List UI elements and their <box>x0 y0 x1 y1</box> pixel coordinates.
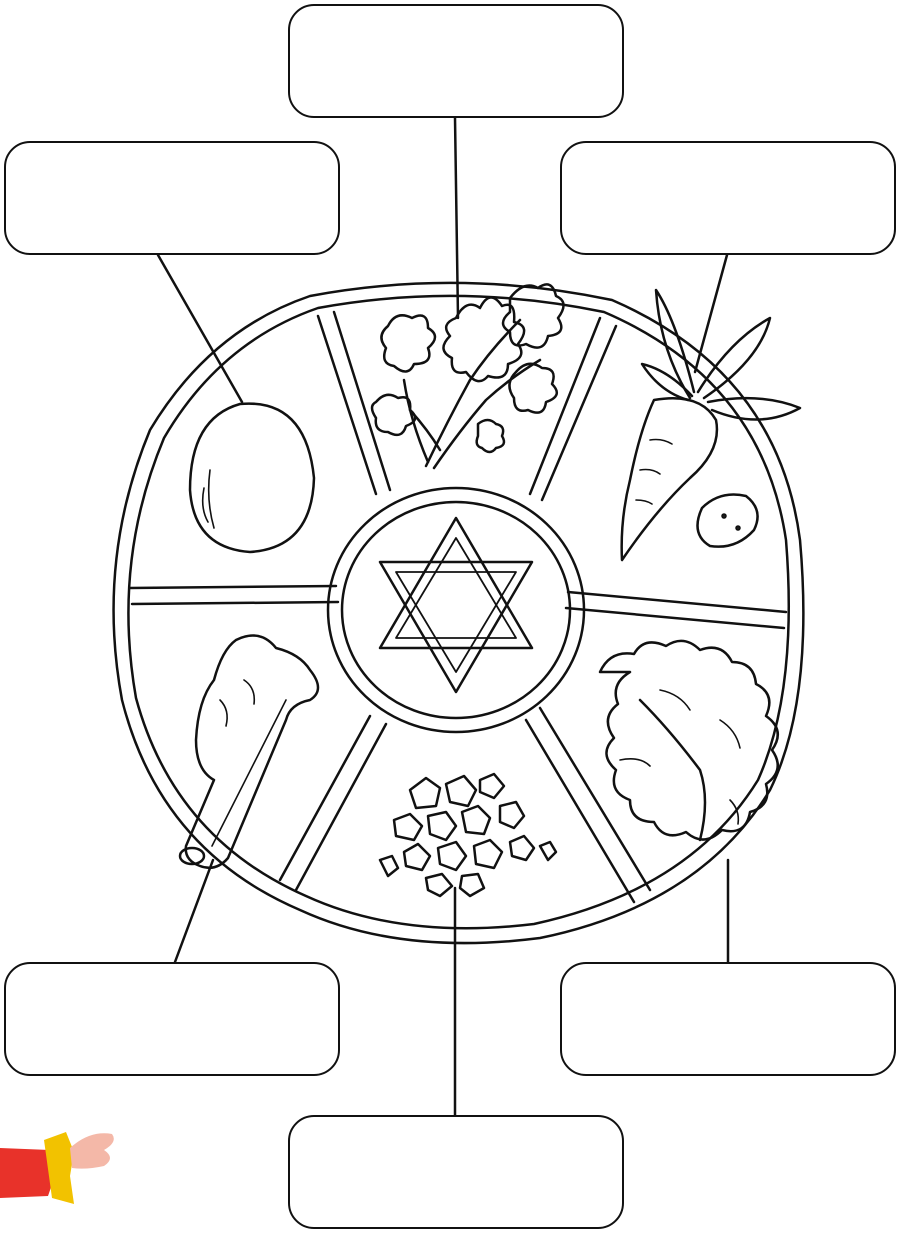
shank-bone-icon <box>180 636 318 868</box>
parsley-icon <box>372 284 564 468</box>
center-medallion-outer <box>328 488 584 732</box>
label-box-bottom-left[interactable] <box>4 962 340 1076</box>
egg-icon <box>190 404 314 552</box>
label-box-top-right[interactable] <box>560 141 896 255</box>
connector-top-left <box>158 255 242 402</box>
lettuce-icon <box>600 641 778 840</box>
label-box-bottom[interactable] <box>288 1115 624 1229</box>
label-box-bottom-right[interactable] <box>560 962 896 1076</box>
connector-bottom-left <box>175 860 213 962</box>
potato-icon <box>698 495 758 547</box>
pointing-hand-icon <box>0 1132 114 1204</box>
center-medallion-inner <box>342 502 570 718</box>
star-of-david-icon <box>380 518 532 692</box>
connector-top-right <box>695 255 727 372</box>
carrot-icon <box>622 290 800 560</box>
label-box-top-left[interactable] <box>4 141 340 255</box>
connector-top <box>455 118 458 318</box>
label-box-top[interactable] <box>288 4 624 118</box>
charoset-icon <box>380 774 556 896</box>
